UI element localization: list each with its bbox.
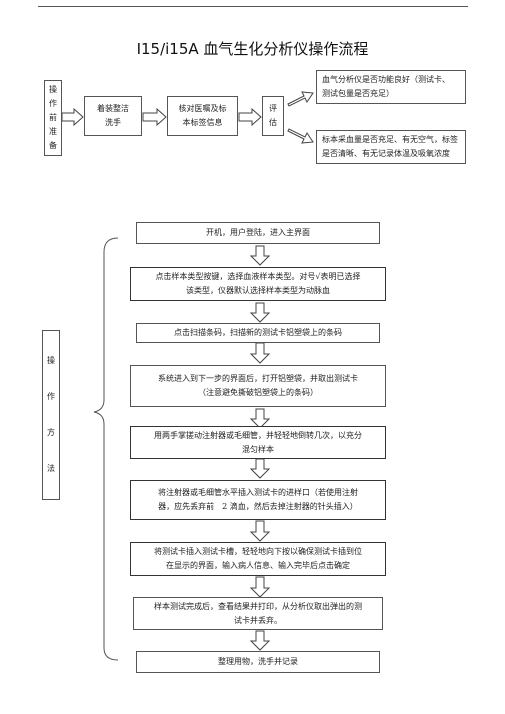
step-text: 试卡并丢弃。: [234, 615, 282, 625]
verify-line: 核对医嘱及标: [178, 104, 227, 113]
evaluate-box: 评 估: [262, 96, 284, 136]
prep-label-char: 备: [49, 141, 57, 150]
arrow-down-icon: [249, 576, 271, 598]
prep-label-char: 作: [49, 99, 57, 108]
prep-label-char: 准: [49, 127, 57, 136]
arrow-down-icon: [249, 302, 271, 323]
step-text: 点击扫描条码，扫描新的测试卡铝塑袋上的条码: [174, 328, 342, 337]
eval-device-box: 血气分析仪是否功能良好（测试卡、 测试包量是否充足）: [316, 70, 466, 104]
step-text: 在显示的界面，输入病人信息、输入完毕后点击确定: [166, 561, 350, 570]
step-2-box: 点击样本类型按键，选择血液样本类型。对号√表明已选择 该类型，仪器默认选择样本类…: [130, 267, 386, 301]
arrow-down-icon: [249, 245, 271, 266]
step-7-box: 将测试卡插入测试卡槽，轻轻地向下按以确保测试卡插到位 在显示的界面，输入病人信息…: [130, 542, 386, 576]
verify-line: 本标签信息: [182, 118, 223, 127]
method-label-char: 作: [47, 392, 55, 401]
method-label-char: 方: [47, 428, 55, 437]
step-text: 该类型，仪器默认选择样本类型为动脉血: [186, 286, 330, 295]
arrow-down-icon: [249, 458, 271, 479]
eval-device-line: 测试包量是否充足）: [322, 89, 394, 98]
arrow-down-icon: [249, 342, 271, 364]
method-label-char: 操: [47, 356, 55, 365]
verify-order-box: 核对医嘱及标 本标签信息: [167, 96, 238, 136]
step-text: 整理用物，洗手并记录: [218, 657, 298, 666]
arrow-down-icon: [249, 408, 271, 429]
evaluate-char: 估: [269, 118, 277, 127]
step-text: 将注射器或毛细管水平插入测试卡的进样口（若使用注射: [158, 488, 358, 497]
wash-hands-box: 着装整洁 洗手: [84, 96, 142, 136]
step-1-box: 开机，用户登陆，进入主界面: [136, 222, 380, 244]
arrow-down-right-icon: [287, 128, 314, 144]
wash-hands-text: 洗手: [105, 118, 121, 127]
eval-sample-box: 标本采血量是否充足、有无空气，标签 是否清晰、有无记录体温及吸氧浓度: [316, 130, 466, 164]
step-text: 点击样本类型按键，选择血液样本类型。对号√表明已选择: [155, 272, 361, 281]
step-5-box: 用两手掌搓动注射器或毛细管，并轻轻地倒转几次，以充分 混匀样本: [130, 426, 386, 459]
prep-label-char: 操: [49, 85, 57, 94]
step-text: 混匀样本: [242, 444, 274, 454]
arrow-right-icon: [142, 107, 167, 127]
left-brace: [93, 237, 119, 661]
prep-label-char: 前: [49, 113, 57, 122]
arrow-down-icon: [249, 630, 271, 651]
arrow-up-right-icon: [287, 91, 314, 107]
step-text: 将测试卡插入测试卡槽，轻轻地向下按以确保测试卡插到位: [154, 547, 362, 556]
step-text: （注意避免撕破铝塑袋上的条码）: [198, 388, 318, 397]
step-text: 用两手掌搓动注射器或毛细管，并轻轻地倒转几次，以充分: [154, 430, 362, 440]
step-8-box: 样本测试完成后，查看结果并打印，从分析仪取出弹出的测 试卡并丢弃。: [133, 597, 383, 630]
arrow-right-icon: [61, 107, 84, 127]
step-3-box: 点击扫描条码，扫描新的测试卡铝塑袋上的条码: [136, 323, 380, 343]
step-9-box: 整理用物，洗手并记录: [136, 651, 380, 673]
method-label-box: 操 作 方 法: [42, 330, 60, 500]
wash-prefix-text: 着装整洁: [97, 104, 129, 113]
page-title: I15/i15A 血气生化分析仪操作流程: [136, 40, 369, 58]
eval-device-line: 血气分析仪是否功能良好（测试卡、: [322, 75, 450, 84]
eval-sample-line: 是否清晰、有无记录体温及吸氧浓度: [322, 149, 450, 158]
top-rule: [38, 6, 468, 7]
step-text: 系统进入到下一步的界面后，打开铝塑袋，并取出测试卡: [158, 374, 358, 383]
arrow-right-icon: [238, 107, 262, 127]
eval-sample-line: 标本采血量是否充足、有无空气，标签: [322, 135, 458, 144]
arrow-down-icon: [249, 520, 271, 542]
step-6-box: 将注射器或毛细管水平插入测试卡的进样口（若使用注射 器，应先丢弃前 2 滴血，然…: [130, 480, 386, 520]
evaluate-char: 评: [269, 104, 277, 113]
prep-label-box: 操 作 前 准 备: [44, 80, 62, 156]
method-label-char: 法: [47, 464, 55, 473]
step-text: 开机，用户登陆，进入主界面: [206, 228, 310, 237]
step-text: 器，应先丢弃前 2 滴血，然后去掉注射器的针头插入）: [158, 502, 358, 511]
step-4-box: 系统进入到下一步的界面后，打开铝塑袋，并取出测试卡 （注意避免撕破铝塑袋上的条码…: [130, 365, 386, 407]
step-text: 样本测试完成后，查看结果并打印，从分析仪取出弹出的测: [154, 601, 362, 611]
